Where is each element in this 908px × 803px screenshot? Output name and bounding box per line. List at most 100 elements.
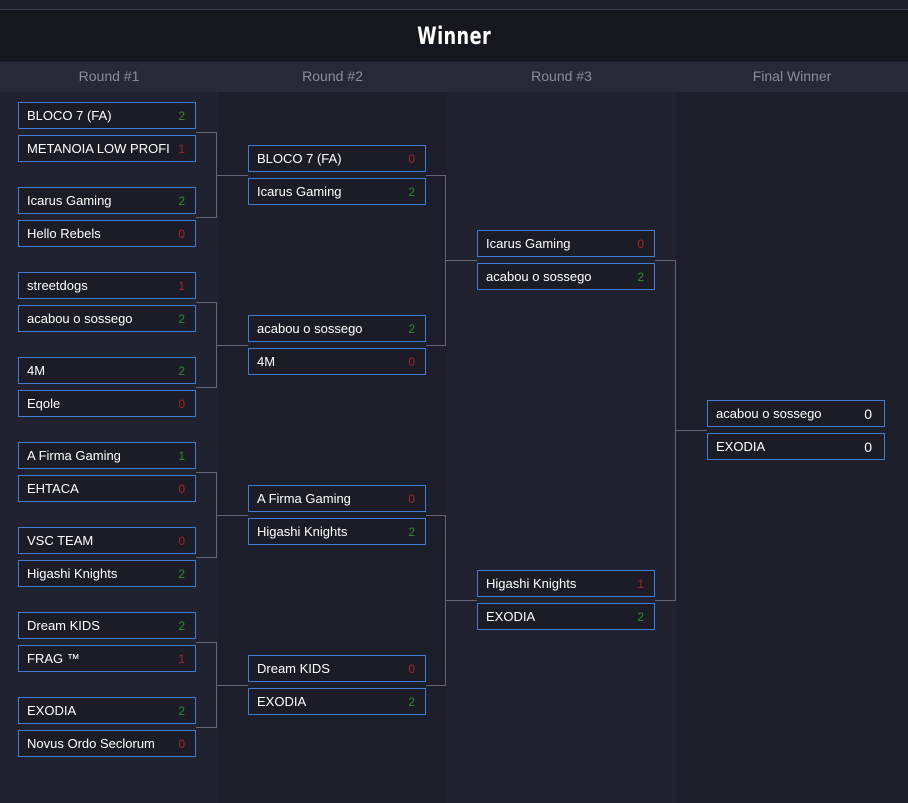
match-team-slot[interactable]: Eqole 0 — [18, 390, 196, 417]
team-name: VSC TEAM — [27, 533, 94, 548]
team-name: Dream KIDS — [27, 618, 100, 633]
team-score: 2 — [178, 194, 185, 208]
team-score: 0 — [178, 534, 185, 548]
team-name: EXODIA — [716, 439, 766, 454]
team-name: A Firma Gaming — [27, 448, 121, 463]
match-team-slot[interactable]: Dream KIDS 2 — [18, 612, 196, 639]
page-title: Winner — [416, 21, 492, 50]
team-score: 1 — [178, 279, 185, 293]
match-team-slot[interactable]: acabou o sossego 2 — [18, 305, 196, 332]
bracket-connector — [196, 557, 216, 558]
team-name: Higashi Knights — [486, 576, 577, 591]
team-name: 4M — [257, 354, 276, 369]
team-score: 0 — [178, 227, 185, 241]
team-score: 2 — [408, 695, 415, 709]
bracket-connector — [196, 387, 216, 388]
match-team-slot[interactable]: VSC TEAM 0 — [18, 527, 196, 554]
team-name: A Firma Gaming — [257, 491, 351, 506]
bracket-connector — [655, 260, 675, 261]
team-name: BLOCO 7 (FA) — [27, 108, 112, 123]
team-name: EXODIA — [257, 694, 307, 709]
bracket-connector — [445, 600, 477, 601]
bracket-connector — [216, 515, 248, 516]
team-name: Icarus Gaming — [257, 184, 342, 199]
team-name: EXODIA — [27, 703, 77, 718]
team-name: EXODIA — [486, 609, 536, 624]
team-score: 2 — [637, 270, 644, 284]
team-score: 1 — [178, 142, 185, 156]
bracket-connector — [196, 727, 216, 728]
round-3-column — [447, 62, 676, 803]
team-name: BLOCO 7 (FA) — [257, 151, 342, 166]
team-name: FRAG ™ — [27, 651, 80, 666]
team-name: Eqole — [27, 396, 61, 411]
final-team-slot[interactable]: acabou o sossego 0 — [707, 400, 885, 427]
final-team-slot[interactable]: EXODIA 0 — [707, 433, 885, 460]
team-score: 1 — [178, 652, 185, 666]
bracket-connector — [426, 175, 446, 176]
team-score: 0 — [178, 482, 185, 496]
bracket-connector — [426, 345, 446, 346]
team-name: 4M — [27, 363, 46, 378]
match-team-slot[interactable]: Icarus Gaming 2 — [18, 187, 196, 214]
final-column — [676, 62, 908, 803]
round-2-header: Round #2 — [218, 62, 447, 92]
match-team-slot[interactable]: EXODIA 2 — [248, 688, 426, 715]
team-score: 2 — [178, 312, 185, 326]
team-score: 2 — [408, 525, 415, 539]
top-divider — [0, 9, 908, 10]
team-name: Icarus Gaming — [486, 236, 571, 251]
bracket-connector — [196, 302, 216, 303]
team-score: 2 — [408, 322, 415, 336]
match-team-slot[interactable]: FRAG ™ 1 — [18, 645, 196, 672]
bracket-connector — [216, 175, 248, 176]
match-team-slot[interactable]: EXODIA 2 — [477, 603, 655, 630]
bracket-connector — [196, 132, 216, 133]
bracket-connector — [216, 685, 248, 686]
match-team-slot[interactable]: BLOCO 7 (FA)0 — [248, 145, 426, 172]
team-score: 2 — [178, 619, 185, 633]
team-name: Icarus Gaming — [27, 193, 112, 208]
bracket-connector — [445, 260, 477, 261]
match-team-slot[interactable]: streetdogs 1 — [18, 272, 196, 299]
team-score: 0 — [408, 355, 415, 369]
bracket-header: Winner — [0, 10, 908, 61]
team-score: 0 — [178, 397, 185, 411]
team-score: 0 — [864, 406, 872, 422]
bracket-connector — [675, 430, 707, 431]
bracket-connector — [655, 600, 675, 601]
team-score: 0 — [864, 439, 872, 455]
team-score: 2 — [178, 109, 185, 123]
round-1-header: Round #1 — [0, 62, 218, 92]
bracket-connector — [216, 345, 248, 346]
team-score: 2 — [637, 610, 644, 624]
round-1-column — [0, 62, 218, 803]
team-score: 1 — [637, 577, 644, 591]
team-score: 2 — [178, 704, 185, 718]
team-score: 2 — [178, 567, 185, 581]
team-name: acabou o sossego — [27, 311, 133, 326]
team-name: streetdogs — [27, 278, 88, 293]
team-name: Hello Rebels — [27, 226, 101, 241]
match-team-slot[interactable]: BLOCO 7 (FA) 2 — [18, 102, 196, 129]
match-team-slot[interactable]: EXODIA 2 — [18, 697, 196, 724]
match-team-slot[interactable]: Higashi Knights 1 — [477, 570, 655, 597]
team-score: 2 — [408, 185, 415, 199]
match-team-slot[interactable]: Icarus Gaming 2 — [248, 178, 426, 205]
team-name: acabou o sossego — [716, 406, 822, 421]
match-team-slot[interactable]: Hello Rebels 0 — [18, 220, 196, 247]
match-team-slot[interactable]: 4M 0 — [248, 348, 426, 375]
bracket-connector — [196, 472, 216, 473]
